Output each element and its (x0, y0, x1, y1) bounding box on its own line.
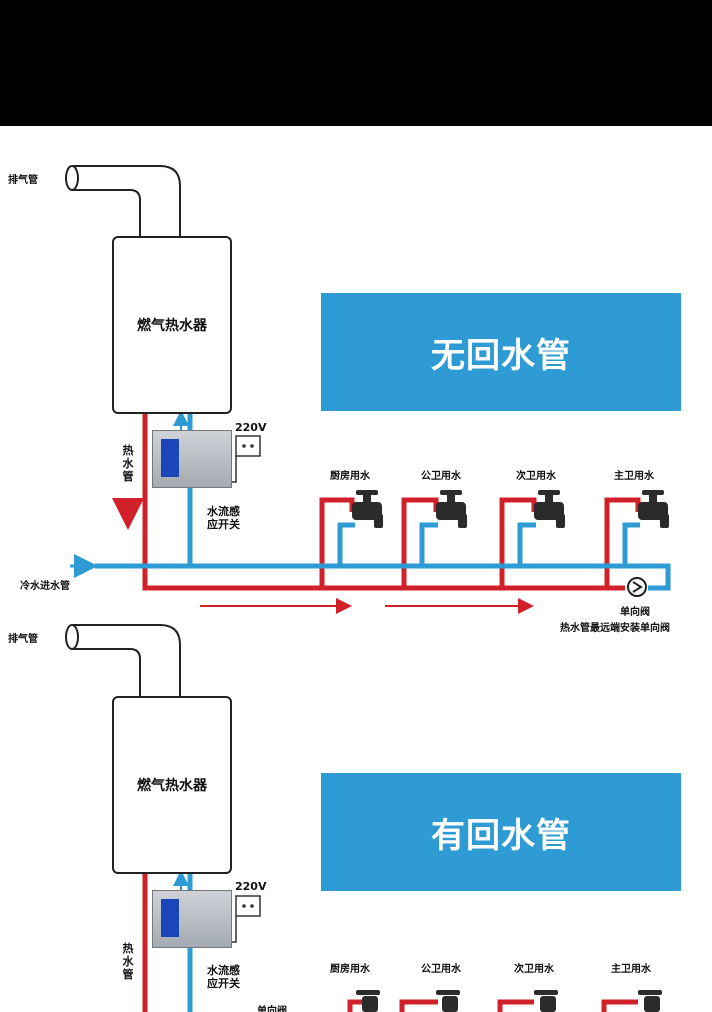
flow-sensor-label-line2: 应开关 (207, 977, 240, 990)
check-valve-icon (627, 577, 647, 597)
socket-icon (229, 435, 261, 483)
faucet-icon (638, 990, 662, 1012)
with-return-pipe-banner: 有回水管 (321, 773, 681, 891)
hot-water-pipe (142, 872, 638, 1012)
power-label: 220V (235, 880, 267, 893)
faucet-icon (534, 490, 565, 528)
top-black-bar (0, 0, 712, 126)
faucet-icon (436, 490, 467, 528)
flow-sensor-label-line1: 水流感 (207, 964, 240, 977)
hot-pipe-label: 热 水 管 (122, 444, 134, 483)
exhaust-pipe-icon (65, 165, 181, 239)
hot-pipe-label: 热 水 管 (122, 942, 134, 981)
controller-screen (161, 899, 179, 937)
power-label: 220V (235, 421, 267, 434)
tap-label-second-bath: 次卫用水 (516, 471, 556, 482)
controller-screen (161, 439, 179, 477)
faucet-icon (356, 990, 380, 1012)
gas-water-heater: 燃气热水器 (112, 696, 232, 874)
tap-label-kitchen: 厨房用水 (330, 471, 370, 482)
check-valve-label: 单向阀 (620, 607, 650, 618)
exhaust-pipe-label: 排气管 (8, 175, 38, 186)
tap-label-kitchen: 厨房用水 (330, 964, 370, 975)
heater-label: 燃气热水器 (137, 778, 207, 794)
faucet-icon (436, 990, 460, 1012)
no-return-pipe-banner: 无回水管 (321, 293, 681, 411)
faucet-icon (352, 490, 383, 528)
banner-title: 无回水管 (431, 335, 571, 376)
cold-inlet-label: 冷水进水管 (20, 581, 70, 592)
heater-label: 燃气热水器 (137, 318, 207, 334)
tap-label-master-bath: 主卫用水 (611, 964, 651, 975)
check-valve-label: 单向阀 (257, 1006, 287, 1012)
banner-title: 有回水管 (431, 815, 571, 856)
tap-label-master-bath: 主卫用水 (614, 471, 654, 482)
gas-water-heater: 燃气热水器 (112, 236, 232, 414)
flow-controller-box (152, 890, 232, 948)
check-valve-note: 热水管最远端安装单向阀 (560, 623, 670, 634)
exhaust-pipe-label: 排气管 (8, 634, 38, 645)
tap-label-public-bath: 公卫用水 (421, 964, 461, 975)
tap-label-second-bath: 次卫用水 (514, 964, 554, 975)
flow-sensor-label-line1: 水流感 (207, 505, 240, 518)
flow-sensor-label-line2: 应开关 (207, 518, 240, 531)
tap-label-public-bath: 公卫用水 (421, 471, 461, 482)
socket-icon (229, 895, 261, 943)
flow-controller-box (152, 430, 232, 488)
faucet-icon (534, 990, 558, 1012)
faucet-icon (638, 490, 669, 528)
exhaust-pipe-icon (65, 624, 181, 698)
